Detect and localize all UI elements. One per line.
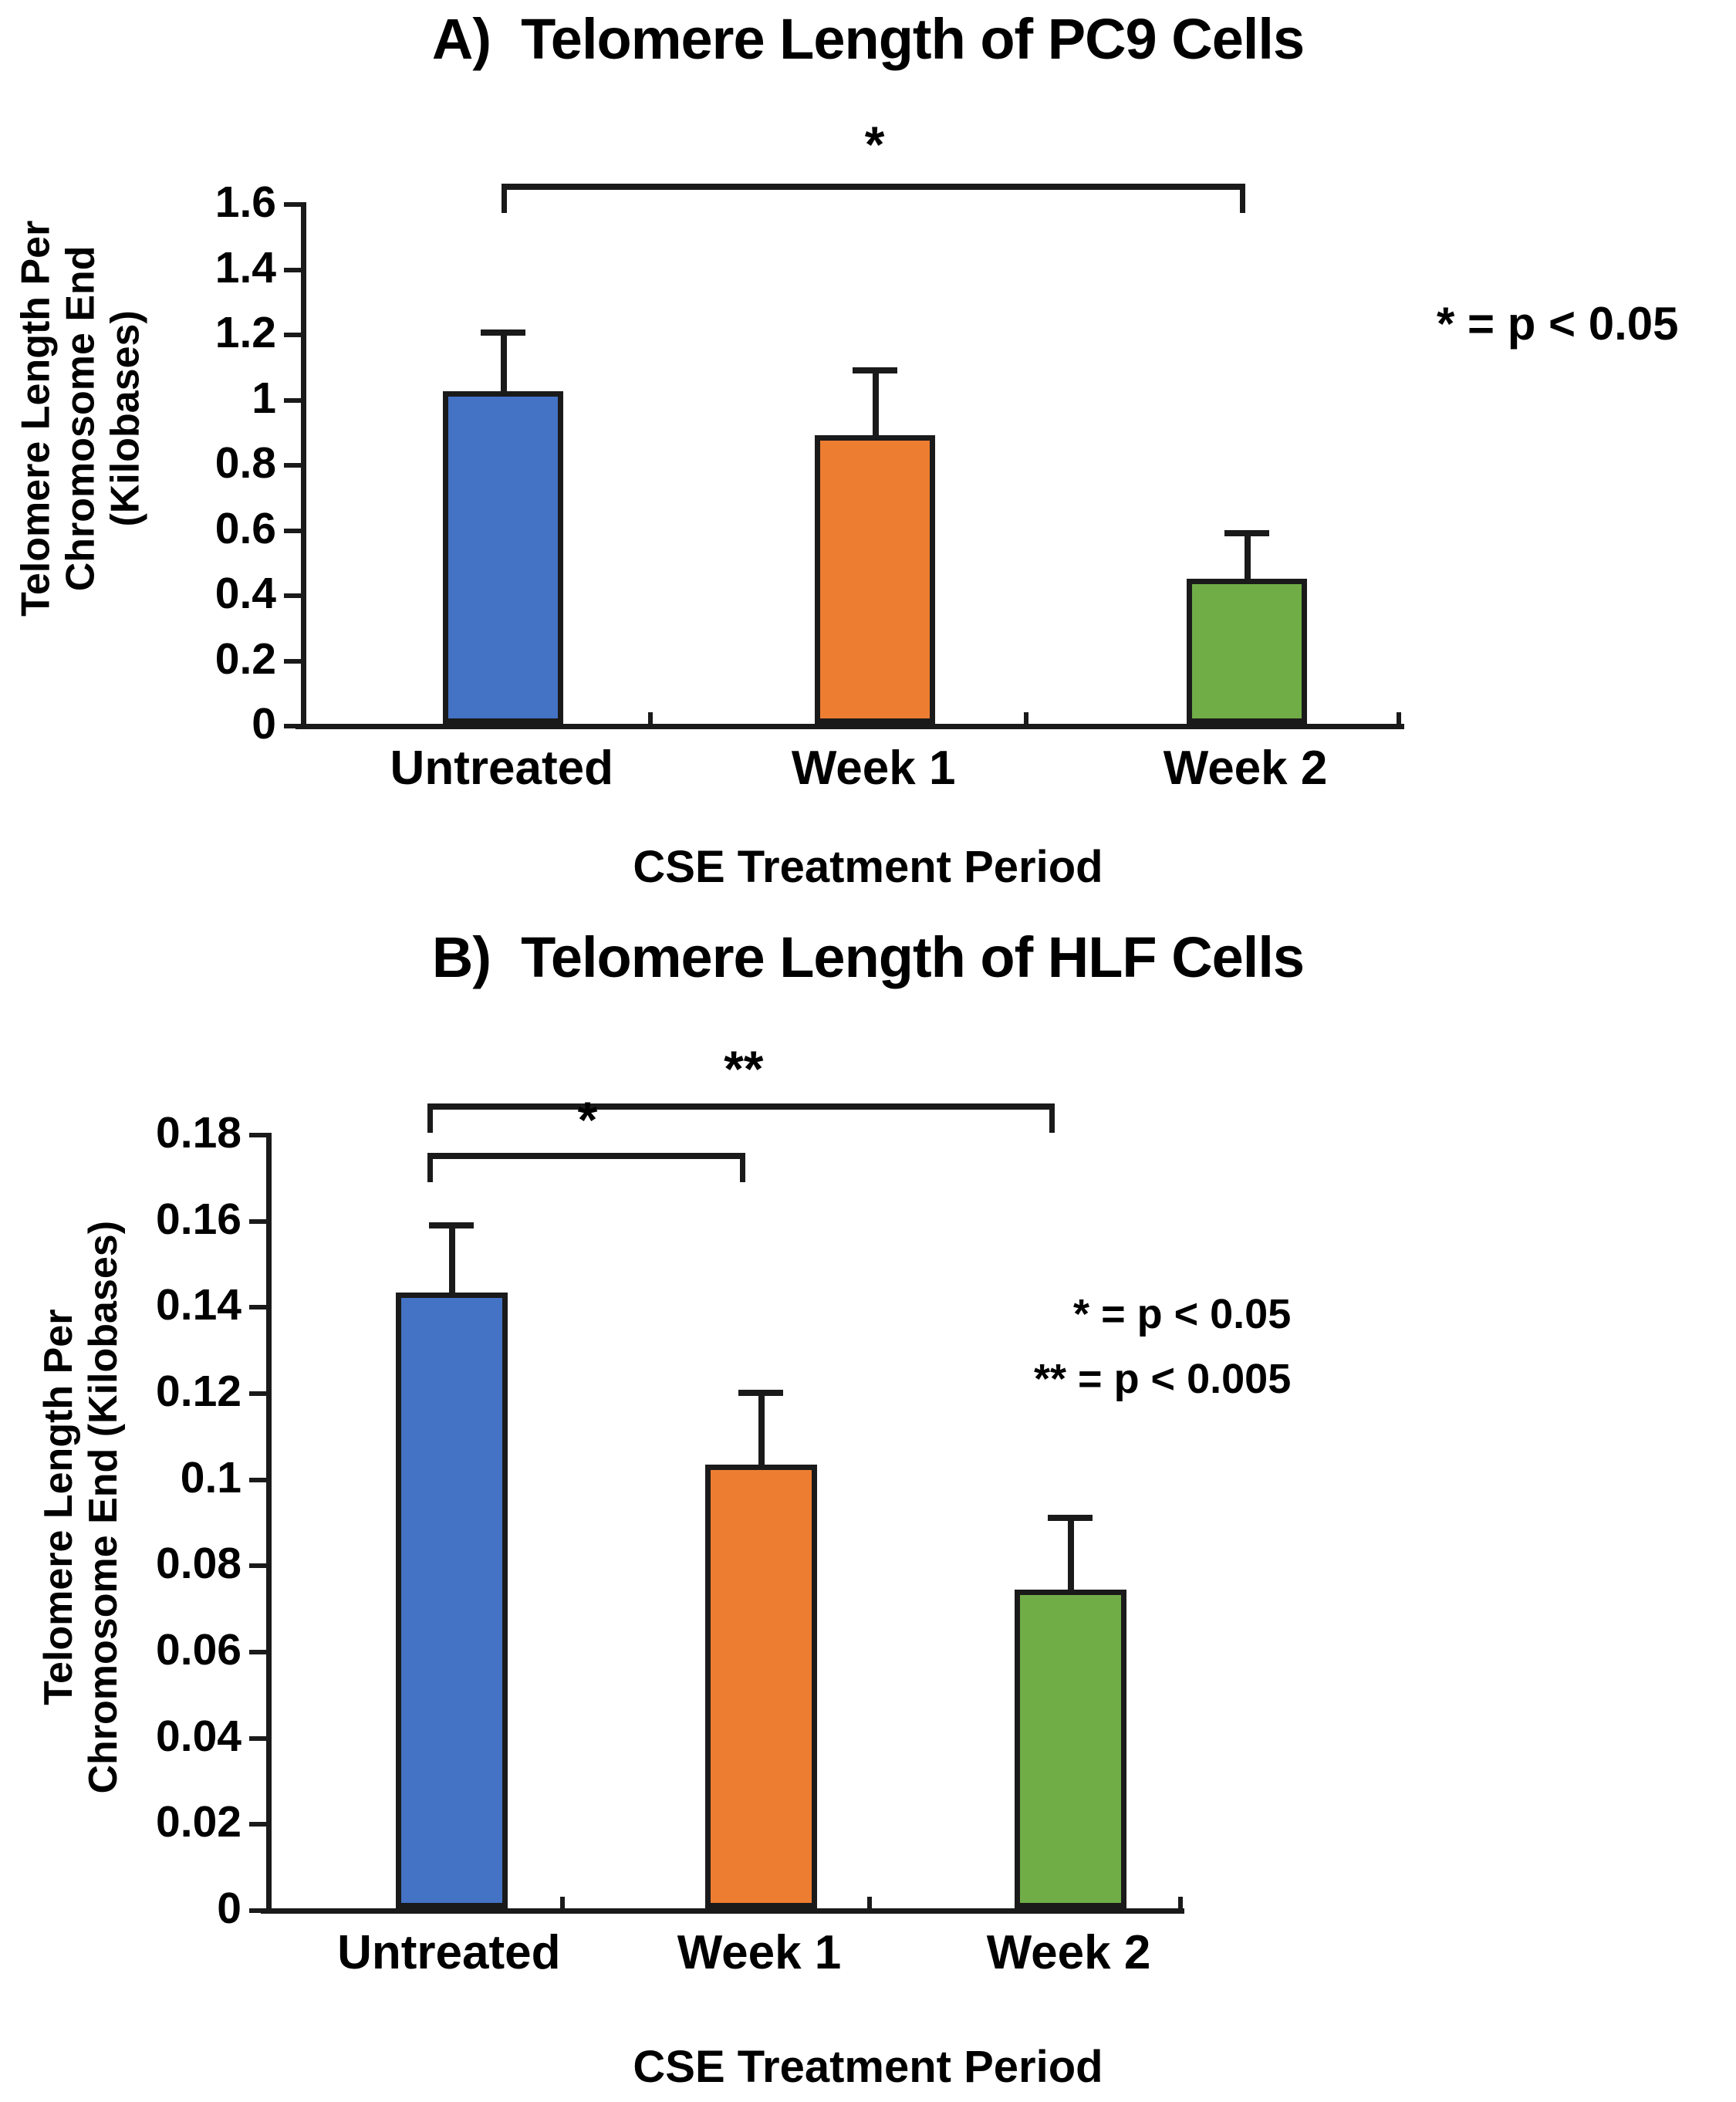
chart-b-ylabel-0.14: 0.14: [156, 1280, 241, 1330]
bar-week1[interactable]: [704, 1465, 817, 1908]
errorbar-week2-line: [1067, 1520, 1074, 1590]
chart-b-ytick-0.18: [249, 1133, 266, 1137]
chart-a-ylabel-1.4: 1.4: [214, 242, 276, 292]
chart-a-ytick-0.8: [284, 463, 301, 468]
chart-a-xlabel-untreated: Untreated: [390, 742, 613, 795]
errorbar-week1-cap: [853, 367, 897, 373]
chart-b-ytick-0.16: [249, 1218, 266, 1224]
chart-a-xtick-3: [1396, 712, 1401, 729]
chart-b-xlabel-week1: Week 1: [677, 1926, 842, 1979]
chart-a-title: A) Telomere Length of PC9 Cells: [431, 7, 1305, 71]
errorbar-week1-cap: [738, 1389, 783, 1396]
chart-b-legend-line-2: ** = p < 0.005: [1034, 1356, 1292, 1402]
chart-b-ylabel-0.06: 0.06: [156, 1624, 241, 1675]
chart-a-significance-star: *: [864, 116, 885, 173]
chart-b-xlabel-untreated: Untreated: [337, 1926, 561, 1979]
chart-a-legend: * = p < 0.05: [1437, 298, 1679, 350]
chart-b-ytick-0.02: [249, 1822, 266, 1827]
chart-b-ylabel-0.1: 0.1: [180, 1452, 241, 1502]
chart-a-x-axis-line: [296, 724, 1404, 729]
chart-b-legend: * = p < 0.05 ** = p < 0.005: [1034, 1290, 1291, 1420]
bar-week1[interactable]: [815, 435, 936, 724]
chart-a-ylabel-1: 1: [252, 373, 276, 423]
chart-a-ylabel-0: 0: [252, 699, 276, 749]
chart-b-title: B) Telomere Length of HLF Cells: [431, 925, 1305, 989]
chart-b-ylabel-0: 0: [217, 1884, 241, 1933]
chart-b-xtick-3: [1177, 1897, 1183, 1914]
chart-b-y-axis-line: [266, 1133, 272, 1911]
chart-b-x-axis-line: [261, 1908, 1184, 1914]
chart-b-significance-bracket-inner: [427, 1153, 746, 1182]
errorbar-week2-cap: [1047, 1514, 1093, 1521]
errorbar-untreated-cap: [481, 329, 526, 336]
chart-a-significance-bracket: [502, 184, 1246, 213]
chart-b-significance-star-outer: **: [724, 1040, 764, 1097]
errorbar-week2-cap: [1224, 530, 1269, 537]
errorbar-untreated-line: [448, 1228, 455, 1293]
chart-b-ytick-0.14: [249, 1305, 266, 1310]
chart-a-xlabel-week1: Week 1: [791, 742, 956, 795]
chart-b-ytick-0.06: [249, 1649, 266, 1654]
errorbar-week1-line: [872, 373, 879, 436]
chart-a-ytick-1.2: [284, 333, 301, 337]
bar-untreated[interactable]: [443, 391, 564, 724]
chart-a-ytick-0: [284, 724, 301, 728]
chart-a-y-axis-title: Telomere Length Per Chromosome End (Kilo…: [13, 220, 149, 617]
chart-a-ylabel-0.2: 0.2: [214, 634, 276, 684]
errorbar-untreated-line: [500, 336, 507, 392]
errorbar-week2-line: [1244, 536, 1251, 580]
chart-a-ytick-0.4: [284, 593, 301, 598]
chart-b-xtick-1: [559, 1897, 565, 1914]
errorbar-untreated-cap: [428, 1222, 474, 1228]
chart-a-xtick-1: [648, 712, 654, 729]
chart-b-ylabel-0.02: 0.02: [156, 1797, 241, 1847]
errorbar-week1-line: [758, 1395, 765, 1465]
chart-b-ylabel-0.08: 0.08: [156, 1539, 241, 1589]
chart-b-legend-line-1: * = p < 0.05: [1073, 1291, 1292, 1337]
chart-a-ylabel-0.6: 0.6: [214, 503, 276, 553]
chart-b-ylabel-0.18: 0.18: [156, 1108, 241, 1157]
chart-b-ytick-0.04: [249, 1735, 266, 1741]
chart-b-xlabel-week2: Week 2: [986, 1926, 1151, 1979]
chart-b-plot-area: 0.18 0.16 0.14 0.12 0.1 0.08 0.06 0.04 0…: [156, 1043, 1184, 1979]
chart-a-ytick-0.6: [284, 528, 301, 533]
bar-week2[interactable]: [1014, 1589, 1127, 1908]
panel-a-pc9: A) Telomere Length of PC9 Cells Telomere…: [0, 0, 1736, 911]
chart-a-ylabel-0.4: 0.4: [214, 569, 276, 618]
panel-b-hlf: B) Telomere Length of HLF Cells: [0, 911, 1736, 2102]
chart-a-ytick-1: [284, 397, 301, 403]
chart-b-ylabel-0.04: 0.04: [156, 1711, 241, 1761]
chart-a-plot-area: 1.6 1.4 1.2 1 0.8 0.6 0.4 0.2 0: [215, 119, 1404, 795]
bar-week2[interactable]: [1187, 579, 1308, 724]
chart-b-ytick-0.1: [249, 1477, 266, 1482]
chart-b-significance-bracket-outer: [427, 1103, 1055, 1133]
chart-b-ytick-0.08: [249, 1563, 266, 1569]
chart-b-xtick-2: [867, 1897, 873, 1914]
chart-a-ylabel-1.2: 1.2: [214, 308, 276, 357]
chart-a-ytick-0.2: [284, 658, 301, 664]
chart-b-significance-star-inner: *: [577, 1091, 598, 1148]
chart-b-ylabel-0.12: 0.12: [156, 1366, 241, 1416]
chart-a-xlabel-week2: Week 2: [1163, 742, 1328, 795]
chart-b-x-axis-title: CSE Treatment Period: [633, 2042, 1103, 2092]
bar-untreated[interactable]: [395, 1293, 508, 1908]
chart-b-ytick-0: [249, 1908, 266, 1913]
chart-a-x-axis-title: CSE Treatment Period: [633, 842, 1103, 892]
chart-a-ylabel-1.6: 1.6: [214, 177, 276, 227]
chart-a-y-axis-line: [301, 202, 306, 727]
chart-a-ytick-1.6: [284, 202, 301, 207]
chart-a-xtick-2: [1023, 712, 1028, 729]
chart-b-y-axis-title: Telomere Length Per Chromosome End (Kilo…: [35, 1220, 126, 1794]
chart-b-ylabel-0.16: 0.16: [156, 1194, 241, 1244]
chart-a-ytick-1.4: [284, 267, 301, 272]
chart-b-ytick-0.12: [249, 1391, 266, 1396]
chart-a-ylabel-0.8: 0.8: [214, 438, 276, 488]
